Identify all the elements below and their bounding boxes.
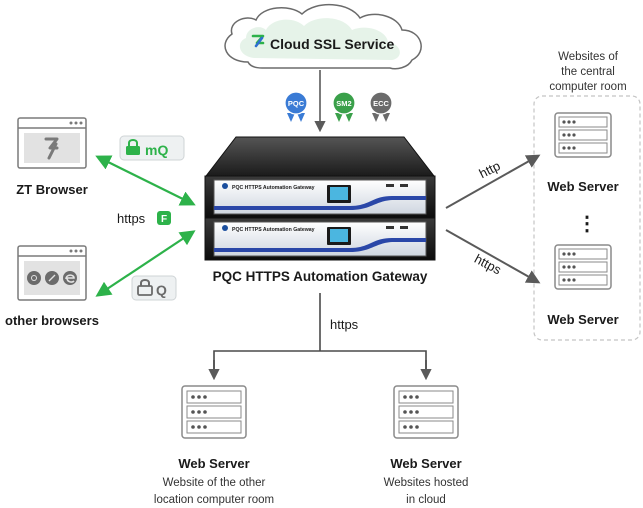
other-browsers-gateway-arrow [95, 230, 196, 297]
cloud-logo-icon [251, 34, 265, 48]
other-browsers-label: other browsers [5, 313, 99, 328]
remote-web-server-2-label: Web Server [390, 456, 461, 471]
chrome-icon [27, 271, 41, 285]
badge-sm2-label: SM2 [336, 99, 351, 108]
zt-lock-badge: mQ [119, 135, 185, 161]
cloud-ssl-service: Cloud SSL Service [224, 3, 422, 70]
central-web-server-1-label: Web Server [547, 179, 618, 194]
central-room-title-2: the central [561, 66, 615, 78]
cloud-title: Cloud SSL Service [270, 36, 394, 52]
remote-branch-line [213, 350, 427, 377]
safari-icon [45, 271, 59, 285]
badge-ecc-label: ECC [373, 99, 389, 108]
https-right-label: https [472, 251, 504, 278]
central-web-server-2-label: Web Server [547, 312, 618, 327]
badge-ecc: ECC [369, 91, 393, 122]
sm2-seal-icon [332, 91, 356, 115]
central-web-server-2: Web Server [547, 244, 619, 327]
green-lock-icon [126, 139, 140, 155]
central-room-title-3: computer room [549, 81, 626, 93]
gateway-device: PQC HTTPS Automation Gateway PQC HTTPS A… [204, 136, 436, 284]
algorithm-badges: PQC SM2 ECC [284, 91, 393, 122]
remote-web-server-1: Web Server Website of the other location… [154, 385, 274, 506]
server-rack-icon [181, 385, 247, 439]
https-shield-badge: F [157, 211, 171, 225]
badge-sm2: SM2 [332, 91, 356, 122]
gateway-to-central-server-1-arrow [445, 154, 541, 209]
remote-web-server-1-caption-1: Website of the other [163, 477, 266, 489]
other-lock-badge: Q [131, 275, 177, 301]
pqc-seal-icon [284, 91, 308, 115]
central-room-title-1: Websites of [558, 51, 619, 63]
remote-web-server-2-caption-1: Websites hosted [384, 477, 469, 489]
server-rack-icon [554, 244, 612, 290]
zt-browser: ZT Browser [16, 117, 88, 197]
zt-lock-badge-text: mQ [145, 142, 168, 158]
ecc-seal-icon [369, 91, 393, 115]
remote-web-server-1-caption-2: location computer room [154, 494, 274, 506]
server-rack-icon [393, 385, 459, 439]
gateway-to-central-server-2-arrow [445, 229, 541, 284]
gateway-housing-top [204, 136, 436, 177]
central-web-server-1: Web Server [547, 112, 619, 194]
zt-browser-label: ZT Browser [16, 182, 88, 197]
gateway-unit-2: PQC HTTPS Automation Gateway [204, 217, 436, 261]
gateway-unit-1: PQC HTTPS Automation Gateway [204, 175, 436, 219]
edge-icon [63, 271, 77, 285]
zt-browser-gateway-arrow [95, 155, 196, 206]
gateway-label: PQC HTTPS Automation Gateway [213, 269, 428, 284]
other-browsers: other browsers [5, 245, 99, 328]
zt-logo-icon [44, 137, 59, 160]
remote-web-server-2-caption-2: in cloud [406, 494, 446, 506]
remote-web-server-1-label: Web Server [178, 456, 249, 471]
browsers-https-label: https [117, 211, 146, 226]
cloud-inner [239, 18, 400, 60]
badge-pqc-label: PQC [288, 99, 305, 108]
https-down-label: https [330, 317, 359, 332]
gateway-panel-label-2: PQC HTTPS Automation Gateway [232, 227, 315, 233]
central-servers-ellipsis: ⋮ [577, 213, 597, 235]
central-room-group [533, 95, 641, 341]
gateway-panel-label-1: PQC HTTPS Automation Gateway [232, 185, 315, 191]
remote-web-server-2: Web Server Websites hosted in cloud [384, 385, 469, 506]
other-lock-badge-text: Q [156, 282, 167, 298]
https-shield-badge-text: F [161, 214, 167, 225]
server-rack-icon [554, 112, 612, 158]
badge-pqc: PQC [284, 91, 308, 122]
